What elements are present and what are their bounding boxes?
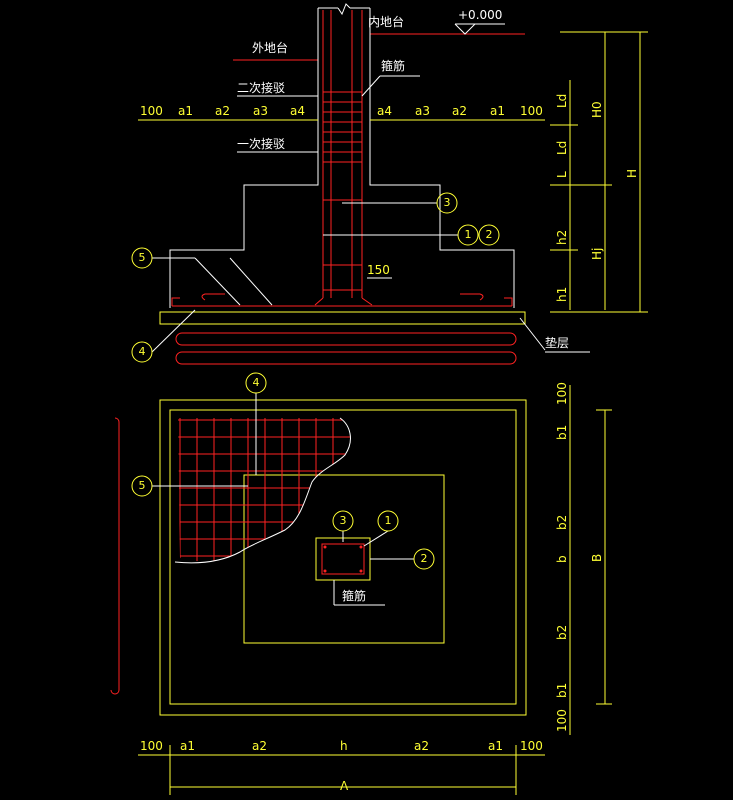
callout-4-leader bbox=[151, 309, 196, 353]
callout-1-plan-leader bbox=[363, 530, 389, 547]
callout-4-section-text: 4 bbox=[139, 345, 146, 358]
vdim-l: L bbox=[555, 171, 569, 178]
callout-5-leader-b bbox=[194, 257, 241, 306]
outer-ground-label: 外地台 bbox=[252, 40, 288, 55]
plan-step bbox=[243, 474, 445, 644]
callout-5-plan-text: 5 bbox=[139, 479, 146, 492]
plan-dim-a2-right: a2 bbox=[414, 739, 429, 753]
vdim-ld-1: Ld bbox=[555, 94, 569, 108]
plan-dim-100-right: 100 bbox=[520, 739, 543, 753]
plan-dim-h: h bbox=[340, 739, 348, 753]
elevation-marker bbox=[454, 23, 476, 35]
callout-1-plan-text: 1 bbox=[385, 514, 392, 527]
second-pour-label: 二次接驳 bbox=[237, 80, 285, 95]
callout-5-section bbox=[131, 247, 153, 269]
callout-4-section bbox=[131, 341, 153, 363]
dim-right-100: 100 bbox=[520, 104, 543, 118]
tie-leader-2 bbox=[361, 75, 381, 97]
callout-2-plan-text: 2 bbox=[421, 552, 428, 565]
base-hook-3 bbox=[460, 293, 484, 301]
callout-3-section-text: 3 bbox=[444, 196, 451, 209]
dim-left-a2: a2 bbox=[215, 104, 230, 118]
dim-left-a4: a4 bbox=[290, 104, 305, 118]
base-hook-left bbox=[171, 297, 180, 306]
vdim-h2: h2 bbox=[555, 230, 569, 245]
dim-left-a1: a1 bbox=[178, 104, 193, 118]
plan-dim-a1-left: a1 bbox=[180, 739, 195, 753]
plan-dim-a1-right: a1 bbox=[488, 739, 503, 753]
rebar-loop-1 bbox=[175, 332, 517, 346]
base-hook-2 bbox=[201, 293, 225, 301]
rebar-hook-1 bbox=[314, 297, 324, 306]
elevation-label: +0.000 bbox=[458, 8, 502, 22]
inner-ground-label: 内地台 bbox=[368, 14, 404, 29]
plan-dim-a2-left: a2 bbox=[252, 739, 267, 753]
plan-vdim-b1-top: b1 bbox=[555, 425, 569, 440]
bar-dot-1 bbox=[323, 545, 327, 549]
tie-label-section: 箍筋 bbox=[381, 58, 405, 73]
rebar-bar-mark bbox=[110, 417, 120, 695]
dim-right-a3: a3 bbox=[415, 104, 430, 118]
vdim-ld-2: Ld bbox=[555, 141, 569, 155]
break-symbol bbox=[337, 3, 351, 16]
cushion-label: 垫层 bbox=[545, 335, 569, 350]
plan-tie-label: 箍筋 bbox=[342, 588, 366, 603]
callout-2-section bbox=[478, 224, 500, 246]
first-pour-label: 一次接驳 bbox=[237, 136, 285, 151]
plan-dim-100-left: 100 bbox=[140, 739, 163, 753]
callout-2-section-text: 2 bbox=[486, 228, 493, 241]
callout-3-section bbox=[436, 192, 458, 214]
plan-vdim-b2-top: b2 bbox=[555, 515, 569, 530]
dim-left-a3: a3 bbox=[253, 104, 268, 118]
base-hook-right bbox=[504, 297, 513, 306]
dim-left-100: 100 bbox=[140, 104, 163, 118]
bar-dot-3 bbox=[323, 569, 327, 573]
plan-vdim-b2-bottom: b2 bbox=[555, 625, 569, 640]
plan-footing bbox=[169, 409, 517, 705]
callout-1-section-text: 1 bbox=[465, 228, 472, 241]
vdim-h1: h1 bbox=[555, 287, 569, 302]
plan-vdim-b1-bottom: b1 bbox=[555, 683, 569, 698]
rebar-hook-2 bbox=[361, 297, 373, 306]
footing-outline-right bbox=[369, 8, 515, 308]
plan-outer bbox=[159, 399, 527, 716]
plan-vdim-b: b bbox=[555, 555, 569, 563]
callout-5-plan bbox=[131, 475, 153, 497]
vdim-hj: Hj bbox=[590, 248, 604, 260]
cushion-leader bbox=[519, 317, 546, 351]
callout-5-leader-c bbox=[229, 257, 273, 306]
bar-dot-2 bbox=[359, 545, 363, 549]
callout-3-plan bbox=[332, 510, 354, 532]
callout-2-plan bbox=[413, 548, 435, 570]
callout-1-section bbox=[457, 224, 479, 246]
dim-right-a1: a1 bbox=[490, 104, 505, 118]
dim-right-a4: a4 bbox=[377, 104, 392, 118]
plan-vdim-100-bottom: 100 bbox=[555, 709, 569, 732]
plan-total-depth: B bbox=[590, 554, 604, 562]
plan-column-tie bbox=[321, 543, 365, 575]
cutaway-edge bbox=[174, 417, 351, 564]
vdim-h0: H0 bbox=[590, 101, 604, 118]
bar-dot-4 bbox=[359, 569, 363, 573]
cushion-slab bbox=[159, 311, 526, 325]
callout-4-plan-text: 4 bbox=[253, 376, 260, 389]
cover-label: 150 bbox=[367, 263, 390, 277]
callout-3-plan-text: 3 bbox=[340, 514, 347, 527]
dim-right-a2: a2 bbox=[452, 104, 467, 118]
callout-1-plan bbox=[377, 510, 399, 532]
rebar-mesh bbox=[178, 418, 350, 562]
callout-4-plan bbox=[245, 372, 267, 394]
plan-vdim-100-top: 100 bbox=[555, 382, 569, 405]
vdim-h-total: H bbox=[625, 169, 639, 178]
rebar-loop-2 bbox=[175, 351, 517, 365]
callout-5-section-text: 5 bbox=[139, 251, 146, 264]
plan-total-width: A bbox=[340, 779, 349, 793]
footing-outline-left bbox=[169, 8, 319, 308]
